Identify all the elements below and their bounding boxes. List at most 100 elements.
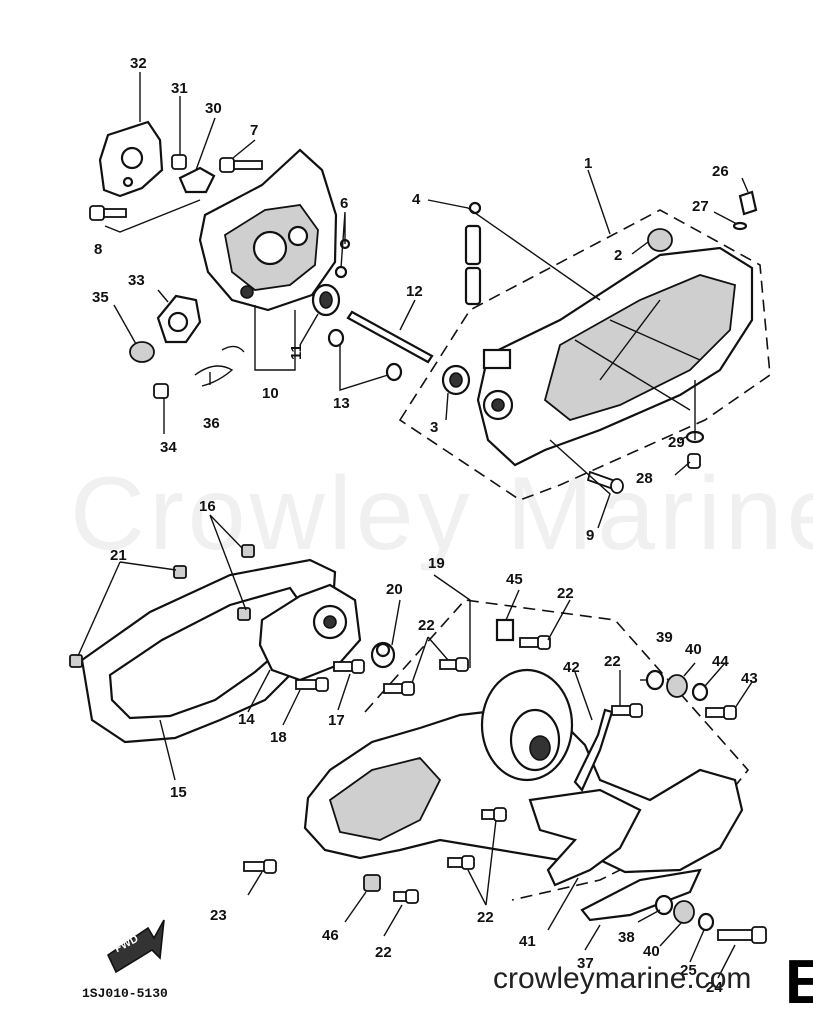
callout-31: 31 <box>171 80 188 97</box>
crankcase-left <box>198 148 338 312</box>
callout-39: 39 <box>656 629 673 646</box>
callout-25: 25 <box>680 962 697 979</box>
bolt-24 <box>717 926 767 944</box>
callout-22-d: 22 <box>375 944 392 961</box>
callout-44: 44 <box>712 653 729 670</box>
cover-14 <box>258 583 362 682</box>
shaft-12 <box>346 310 434 364</box>
bolt-28 <box>687 453 701 469</box>
bracket-45 <box>495 618 515 642</box>
callout-26: 26 <box>712 163 729 180</box>
crankcase-cover-main <box>303 668 744 874</box>
callout-46: 46 <box>322 927 339 944</box>
dowel-21 <box>69 565 187 668</box>
callout-22-c: 22 <box>604 653 621 670</box>
callout-7: 7 <box>250 122 258 139</box>
callout-10: 10 <box>262 385 279 402</box>
callout-45: 45 <box>506 571 523 588</box>
callout-29: 29 <box>668 434 685 451</box>
bolt-17 <box>333 659 365 674</box>
callout-23: 23 <box>210 907 227 924</box>
callout-37: 37 <box>577 955 594 972</box>
bearing-3 <box>441 364 471 396</box>
spacer-20 <box>370 641 396 669</box>
section-letter: E <box>785 948 813 1017</box>
washer-44 <box>691 682 709 702</box>
callout-34: 34 <box>160 439 177 456</box>
drain-plug-26 <box>738 190 758 216</box>
callout-28: 28 <box>636 470 653 487</box>
oring-27 <box>732 221 748 231</box>
nut-46 <box>363 874 381 892</box>
callout-22-b: 22 <box>557 585 574 602</box>
seal-2 <box>647 228 673 252</box>
bolt-9 <box>586 470 624 494</box>
callout-16: 16 <box>199 498 216 515</box>
collar-38 <box>654 894 674 916</box>
callout-1: 1 <box>584 155 592 172</box>
callout-43: 43 <box>741 670 758 687</box>
callout-numbers: 32 31 30 7 8 6 33 35 36 34 10 11 13 12 4… <box>92 55 758 996</box>
callout-21: 21 <box>110 547 127 564</box>
callout-8: 8 <box>94 241 102 258</box>
bolt-31 <box>171 154 187 170</box>
callout-4: 4 <box>412 191 421 208</box>
bolt-8 <box>89 205 127 221</box>
callout-14: 14 <box>238 711 255 728</box>
callout-13: 13 <box>333 395 350 412</box>
callout-30: 30 <box>205 100 222 117</box>
crankcase-group-outline <box>398 209 771 501</box>
damper-40 <box>666 674 695 924</box>
callout-2: 2 <box>614 247 622 264</box>
clip-36 <box>194 345 245 387</box>
bolts-22 <box>383 635 643 904</box>
callout-3: 3 <box>430 419 438 436</box>
callout-15: 15 <box>170 784 187 801</box>
callout-6: 6 <box>340 195 348 212</box>
plate-30 <box>178 166 216 194</box>
callout-24: 24 <box>706 979 723 996</box>
bracket-41 <box>528 788 642 887</box>
callout-11: 11 <box>288 344 305 360</box>
bearing-11 <box>311 283 341 317</box>
callout-38: 38 <box>618 929 635 946</box>
cover-group-outline <box>364 599 750 901</box>
washer-13 <box>327 328 403 382</box>
washer-25 <box>697 912 715 932</box>
drawing-code: 1SJ010-5130 <box>82 986 168 1001</box>
dowel-16 <box>237 544 255 621</box>
cover-37 <box>580 868 702 922</box>
cap-35 <box>129 341 155 363</box>
callout-17: 17 <box>328 712 345 729</box>
bolt-23 <box>243 859 277 874</box>
callout-42: 42 <box>563 659 580 676</box>
callout-41: 41 <box>519 933 536 950</box>
watermark-text: Crowley Marine <box>70 456 813 572</box>
callout-32: 32 <box>130 55 147 72</box>
callout-22-e: 22 <box>477 909 494 926</box>
callout-12: 12 <box>406 283 423 300</box>
footer-url: crowleymarine.com <box>493 962 752 995</box>
callout-22-a: 22 <box>418 617 435 634</box>
fwd-arrow-icon <box>106 919 165 974</box>
callout-20: 20 <box>386 581 403 598</box>
bolt-43 <box>705 705 737 720</box>
callout-27: 27 <box>692 198 709 215</box>
bolt-34 <box>153 383 169 399</box>
dowel-4 <box>464 201 482 306</box>
oil-pump-33 <box>156 294 202 344</box>
collar-39 <box>645 669 665 691</box>
callout-35: 35 <box>92 289 109 306</box>
leader-lines <box>77 72 753 979</box>
bolt-7 <box>219 157 263 173</box>
bolt-18 <box>295 677 329 692</box>
callout-19: 19 <box>428 555 445 572</box>
callout-9: 9 <box>586 527 594 544</box>
callout-36: 36 <box>203 415 220 432</box>
callout-40-a: 40 <box>685 641 702 658</box>
callout-33: 33 <box>128 272 145 289</box>
crankcase-1 <box>476 246 754 467</box>
cover-plate-32 <box>98 120 164 198</box>
callout-18: 18 <box>270 729 287 746</box>
